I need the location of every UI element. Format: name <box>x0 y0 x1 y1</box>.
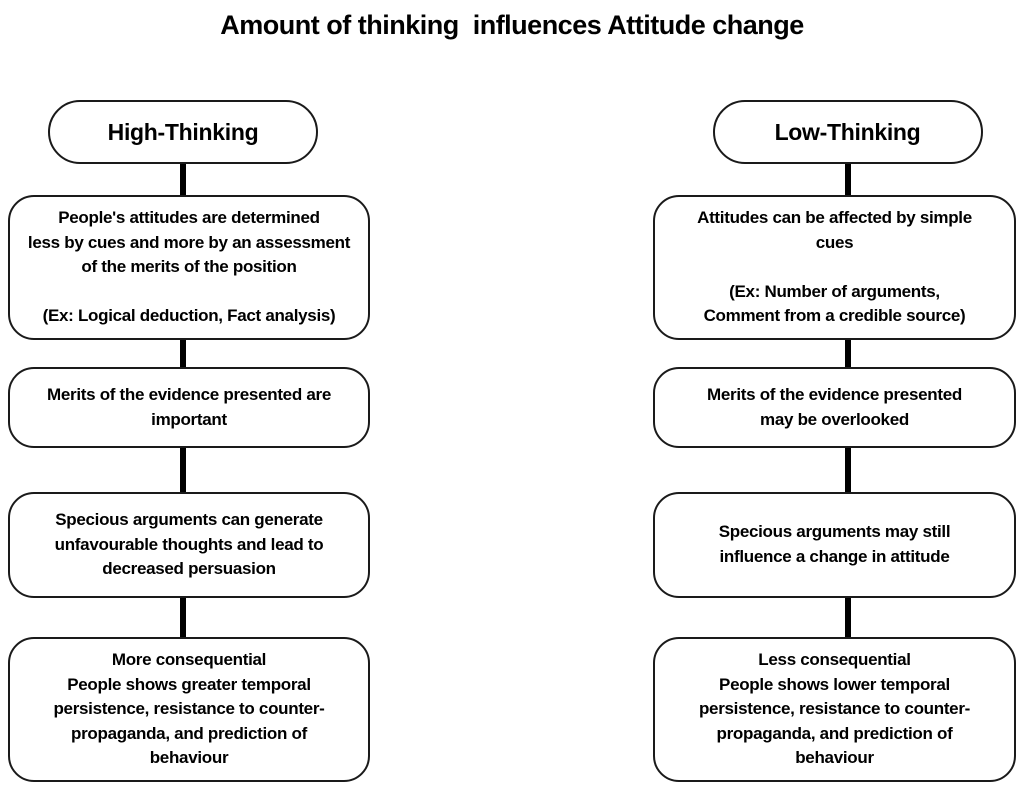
node-text: Attitudes can be affected by simple cues… <box>697 207 972 326</box>
node-high-consequence: More consequential People shows greater … <box>8 637 370 782</box>
node-high-merits: Merits of the evidence presented are imp… <box>8 367 370 448</box>
connector-line <box>180 448 186 492</box>
connector-line <box>844 598 851 637</box>
node-low-consequence: Less consequential People shows lower te… <box>653 637 1016 782</box>
node-text: Merits of the evidence presented may be … <box>707 384 962 429</box>
node-high-specious-arguments: Specious arguments can generate unfavour… <box>8 492 370 598</box>
connector-line <box>844 340 851 367</box>
connector-line <box>844 164 851 195</box>
column-high-thinking: High-Thinking People's attitudes are det… <box>8 100 370 782</box>
node-high-assessment: People's attitudes are determined less b… <box>8 195 370 340</box>
node-low-simple-cues: Attitudes can be affected by simple cues… <box>653 195 1016 340</box>
node-header-label: High-Thinking <box>107 118 259 145</box>
node-text: Specious arguments can generate unfavour… <box>54 510 324 579</box>
node-high-thinking-header: High-Thinking <box>48 100 318 164</box>
connector-line <box>180 340 186 367</box>
node-low-thinking-header: Low-Thinking <box>712 100 983 164</box>
column-low-thinking: Low-Thinking Attitudes can be affected b… <box>653 100 1016 782</box>
node-text: Merits of the evidence presented are imp… <box>47 384 331 429</box>
connector-line <box>844 448 851 492</box>
diagram-title: Amount of thinking influences Attitude c… <box>220 10 804 40</box>
node-text: Less consequential People shows lower te… <box>698 649 971 768</box>
node-text: People's attitudes are determined less b… <box>27 207 351 326</box>
node-low-merits: Merits of the evidence presented may be … <box>653 367 1016 448</box>
node-text: Specious arguments may still influence a… <box>718 522 951 566</box>
connector-line <box>180 598 186 637</box>
node-header-label: Low-Thinking <box>774 118 921 145</box>
node-text: More consequential People shows greater … <box>53 649 325 768</box>
node-low-specious-arguments: Specious arguments may still influence a… <box>653 492 1016 598</box>
connector-line <box>180 164 186 195</box>
